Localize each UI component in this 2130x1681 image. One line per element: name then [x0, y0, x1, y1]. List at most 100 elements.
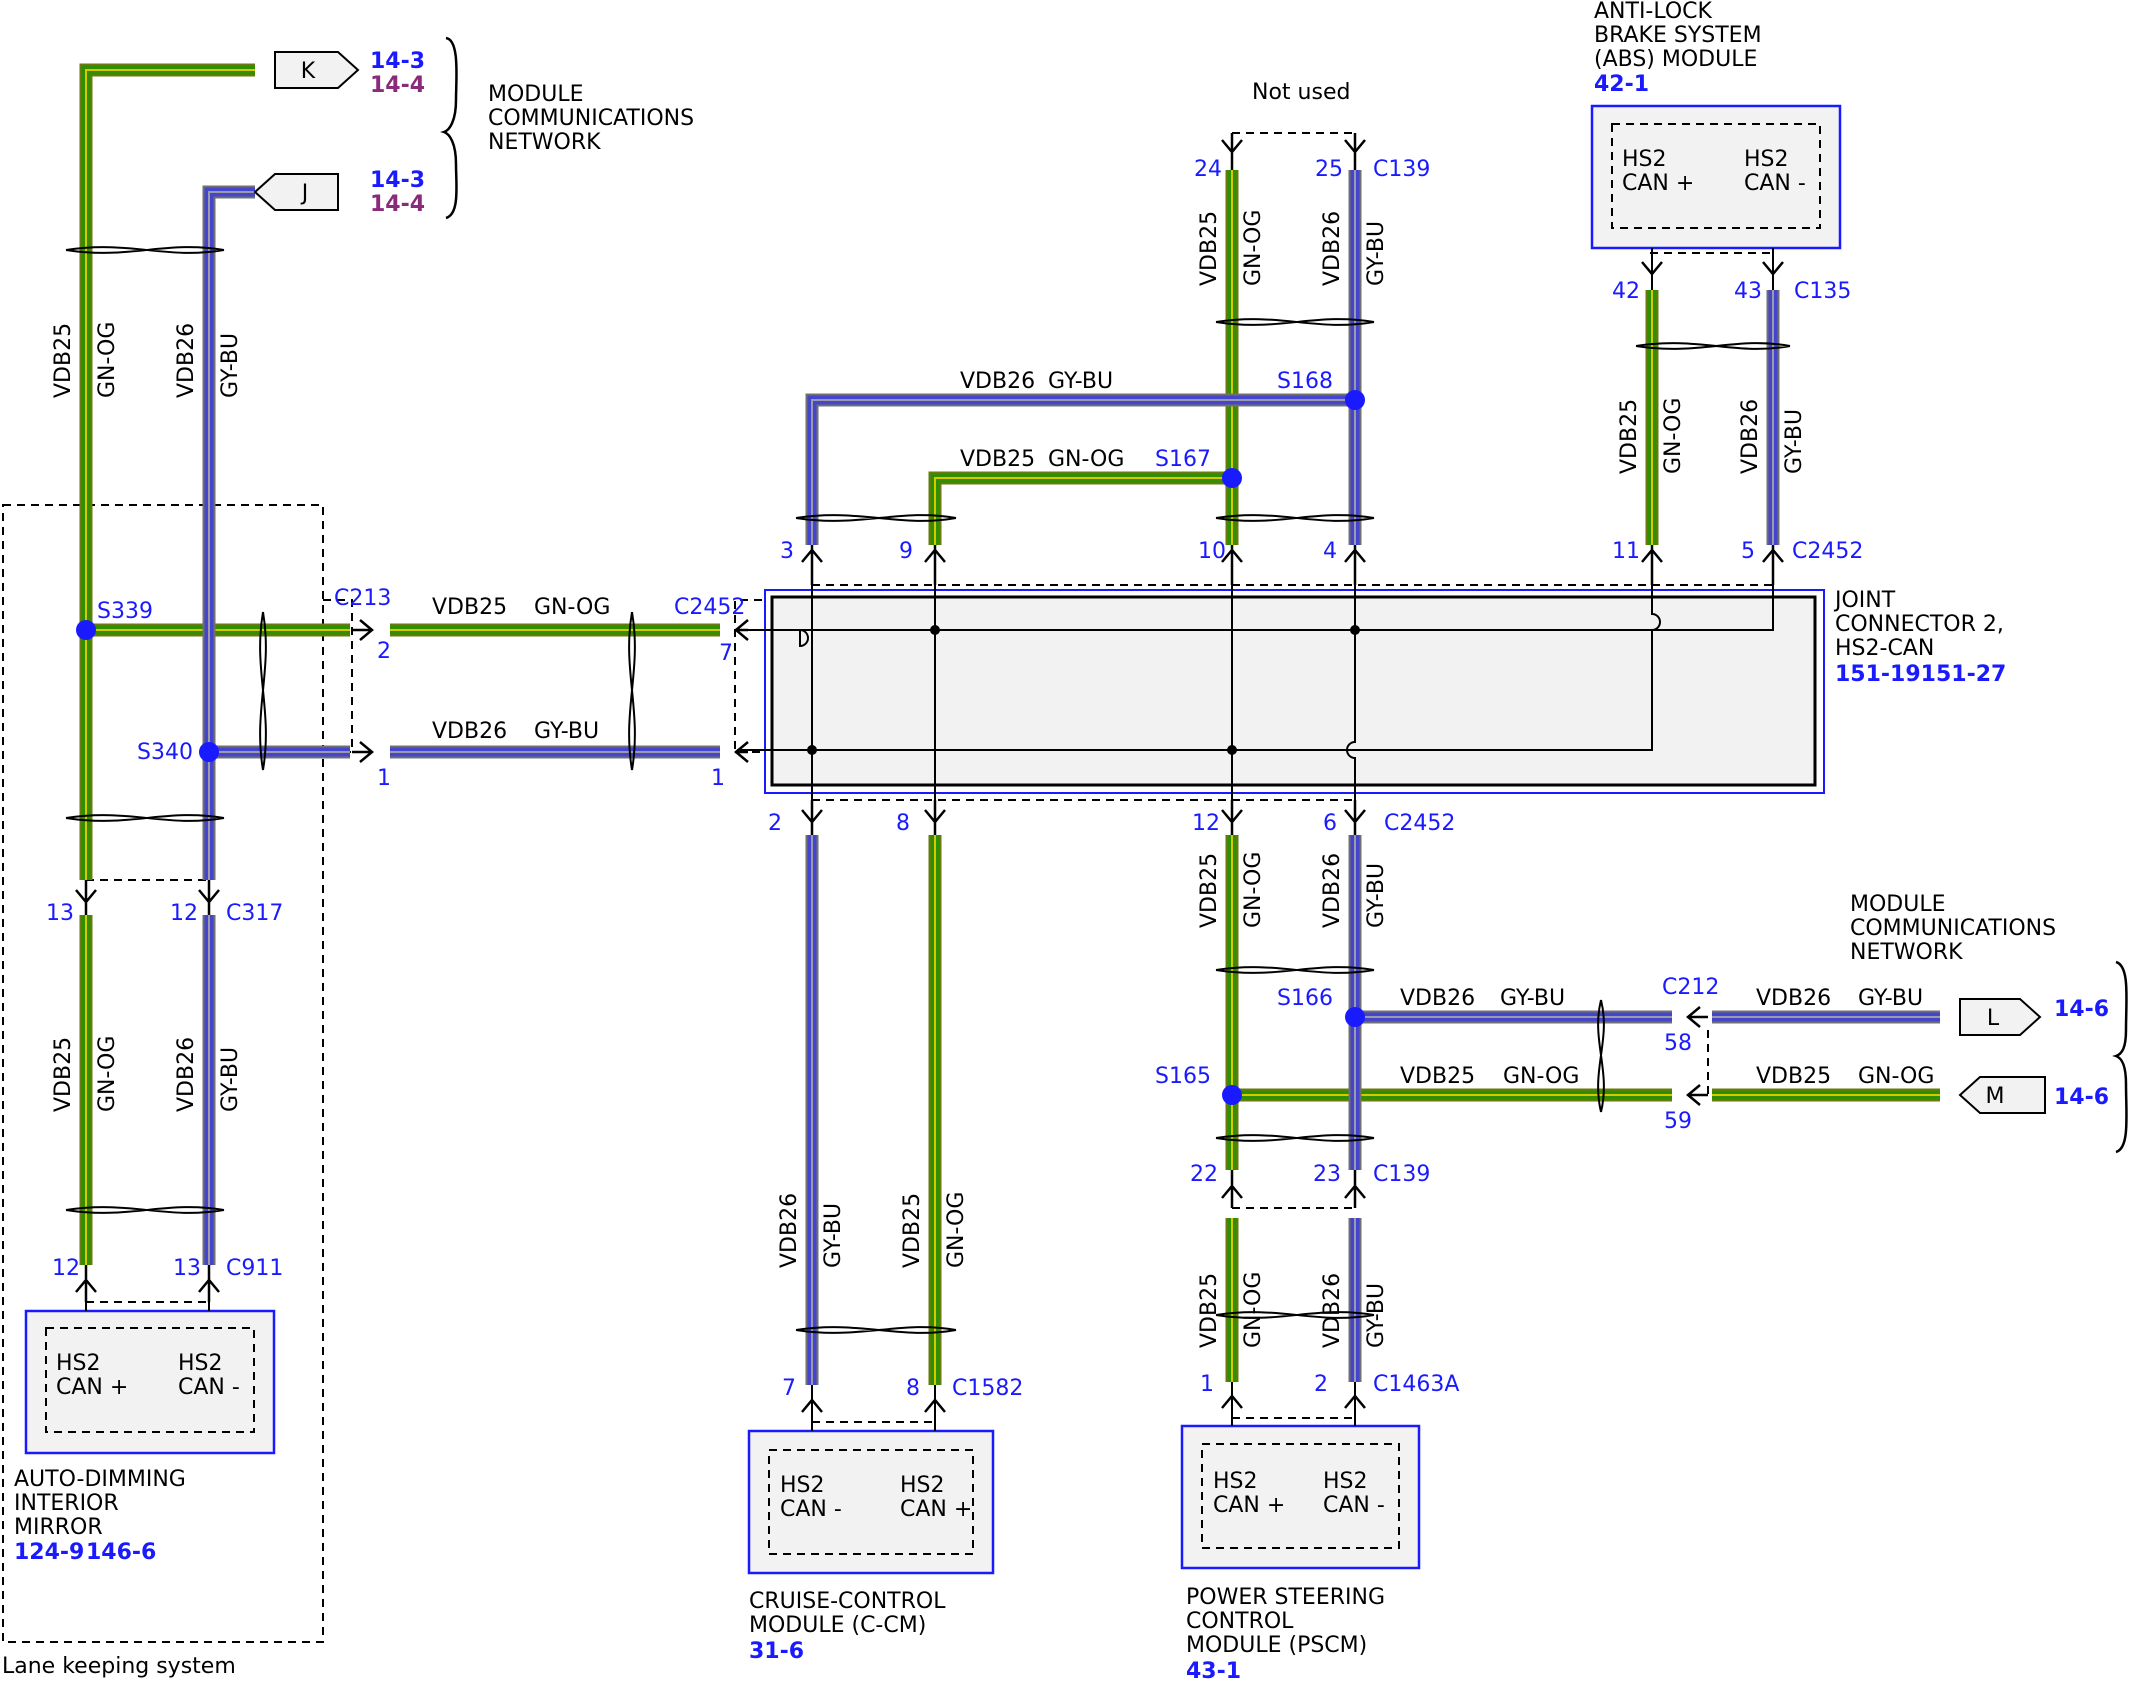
wire-label: GN-OG [1048, 447, 1124, 472]
connector-label: C212 [1662, 975, 1719, 1000]
ref-14-6[interactable]: 14-6 [2054, 1085, 2109, 1110]
ref-14-3[interactable]: 14-3 [370, 49, 425, 74]
pin-number: 1 [377, 766, 391, 791]
pscm-pin-label: HS2 [1213, 1469, 1258, 1494]
pin-number: 42 [1612, 279, 1640, 304]
pscm-ref[interactable]: 43-1 [1186, 1659, 1241, 1681]
wire-gybu [805, 393, 1355, 545]
ccm-pin-label: HS2 [780, 1473, 825, 1498]
mirror-ref-2[interactable]: 146-6 [86, 1540, 156, 1565]
abs-label-line1: ANTI-LOCK [1594, 0, 1713, 24]
abs-module-box [1590, 104, 1842, 250]
connector-terminals [75, 133, 1784, 1413]
joint-connector-body [770, 595, 1817, 787]
wire-label: GN-OG [1241, 852, 1266, 928]
pin-number: 43 [1734, 279, 1762, 304]
wire-label: GY-BU [1048, 369, 1113, 394]
c213-outline [323, 599, 353, 753]
wire-label: VDB25 [1756, 1064, 1831, 1089]
wire-label: VDB25 [51, 323, 76, 398]
wire-label: VDB26 [1320, 211, 1345, 286]
wire-label: GY-BU [1364, 1283, 1389, 1348]
ref-14-6[interactable]: 14-6 [2054, 997, 2109, 1022]
wire-label: VDB25 [1197, 1273, 1222, 1348]
wire-label: GN-OG [1241, 1272, 1266, 1348]
splice-s340 [199, 742, 219, 762]
network-label-line2: COMMUNICATIONS [488, 106, 694, 131]
pin-number: 2 [768, 811, 782, 836]
mirror-label-line1: AUTO-DIMMING [14, 1467, 186, 1492]
ref-14-4[interactable]: 14-4 [370, 192, 425, 217]
connector-label: C139 [1373, 1162, 1430, 1187]
network-label-line1: MODULE [1850, 892, 1946, 917]
vertical-wire-labels: VDB25 GN-OG VDB26 GY-BU VDB25 GN-OG VDB2… [51, 210, 1807, 1348]
abs-pin-label: CAN - [1744, 171, 1806, 196]
junction-dot [1227, 745, 1237, 755]
pin-number: 59 [1664, 1109, 1692, 1134]
pin-number: 10 [1198, 539, 1226, 564]
offpage-tag-l[interactable] [1959, 998, 2042, 1036]
offpage-tag-j[interactable] [253, 173, 339, 211]
twisted-pair-markers [65, 246, 1791, 1334]
pin-number: 12 [170, 901, 198, 926]
abs-ref[interactable]: 42-1 [1594, 72, 1649, 97]
tag-l-label: L [1987, 1006, 2000, 1031]
ref-14-4[interactable]: 14-4 [370, 73, 425, 98]
splice-label: S168 [1277, 369, 1333, 394]
splice-s165 [1222, 1085, 1242, 1105]
pscm-label-line1: POWER STEERING [1186, 1585, 1385, 1610]
wire-label: GN-OG [95, 1036, 120, 1112]
ref-14-3[interactable]: 14-3 [370, 168, 425, 193]
wire-label: GY-BU [1858, 986, 1923, 1011]
ccm-label-line2: MODULE (C-CM) [749, 1613, 926, 1638]
connector-label: C213 [334, 586, 391, 611]
wire-label: VDB25 [432, 595, 507, 620]
pscm-pin-label: CAN - [1323, 1493, 1385, 1518]
pin-number: 24 [1194, 157, 1222, 182]
joint-label-line1: JOINT [1833, 588, 1896, 613]
pscm-pin-label: CAN + [1213, 1493, 1285, 1518]
wire-label: GY-BU [821, 1203, 846, 1268]
wire-label: VDB26 [1320, 1273, 1345, 1348]
pin-number: 23 [1313, 1162, 1341, 1187]
splice-s166 [1345, 1007, 1365, 1027]
joint-ref[interactable]: 151-19151-27 [1835, 662, 2006, 687]
pin-number: 7 [782, 1376, 796, 1401]
pscm-label-line2: CONTROL [1186, 1609, 1294, 1634]
ccm-pin-label: CAN - [780, 1497, 842, 1522]
wire-label: GN-OG [534, 595, 610, 620]
pin-number: 11 [1612, 539, 1640, 564]
wire-label: GY-BU [218, 333, 243, 398]
wire-label: GN-OG [1661, 398, 1686, 474]
abs-pin-label: HS2 [1622, 147, 1667, 172]
offpage-tag-k[interactable] [274, 51, 360, 89]
wire-label: GY-BU [218, 1047, 243, 1112]
wire-label: VDB26 [777, 1193, 802, 1268]
mirror-pin-label: CAN + [56, 1375, 128, 1400]
mirror-ref-1[interactable]: 124-9 [14, 1540, 84, 1565]
mirror-label-line2: INTERIOR [14, 1491, 119, 1516]
ccm-label-line1: CRUISE-CONTROL [749, 1589, 946, 1614]
splice-label: S165 [1155, 1064, 1211, 1089]
abs-pin-label: HS2 [1744, 147, 1789, 172]
offpage-tag-m[interactable] [1958, 1076, 2046, 1114]
pin-number: 9 [899, 539, 913, 564]
ccm-pin-label: CAN + [900, 1497, 972, 1522]
c2452-left-outline [734, 599, 762, 753]
tag-k-label: K [301, 59, 316, 84]
tag-m-label: M [1986, 1084, 2005, 1109]
brace-left [440, 36, 458, 220]
connector-label: C1463A [1373, 1372, 1459, 1397]
joint-label-line2: CONNECTOR 2, [1835, 612, 2004, 637]
connector-label: C317 [226, 901, 283, 926]
pin-number: 2 [1314, 1372, 1328, 1397]
pin-number: 22 [1190, 1162, 1218, 1187]
wire-label: GY-BU [534, 719, 599, 744]
lane-keeping-system-outline [2, 504, 324, 1643]
abs-pin-label: CAN + [1622, 171, 1694, 196]
ccm-ref[interactable]: 31-6 [749, 1639, 804, 1664]
pin-number: 13 [46, 901, 74, 926]
network-label-line1: MODULE [488, 82, 584, 107]
pin-number: 1 [1200, 1372, 1214, 1397]
